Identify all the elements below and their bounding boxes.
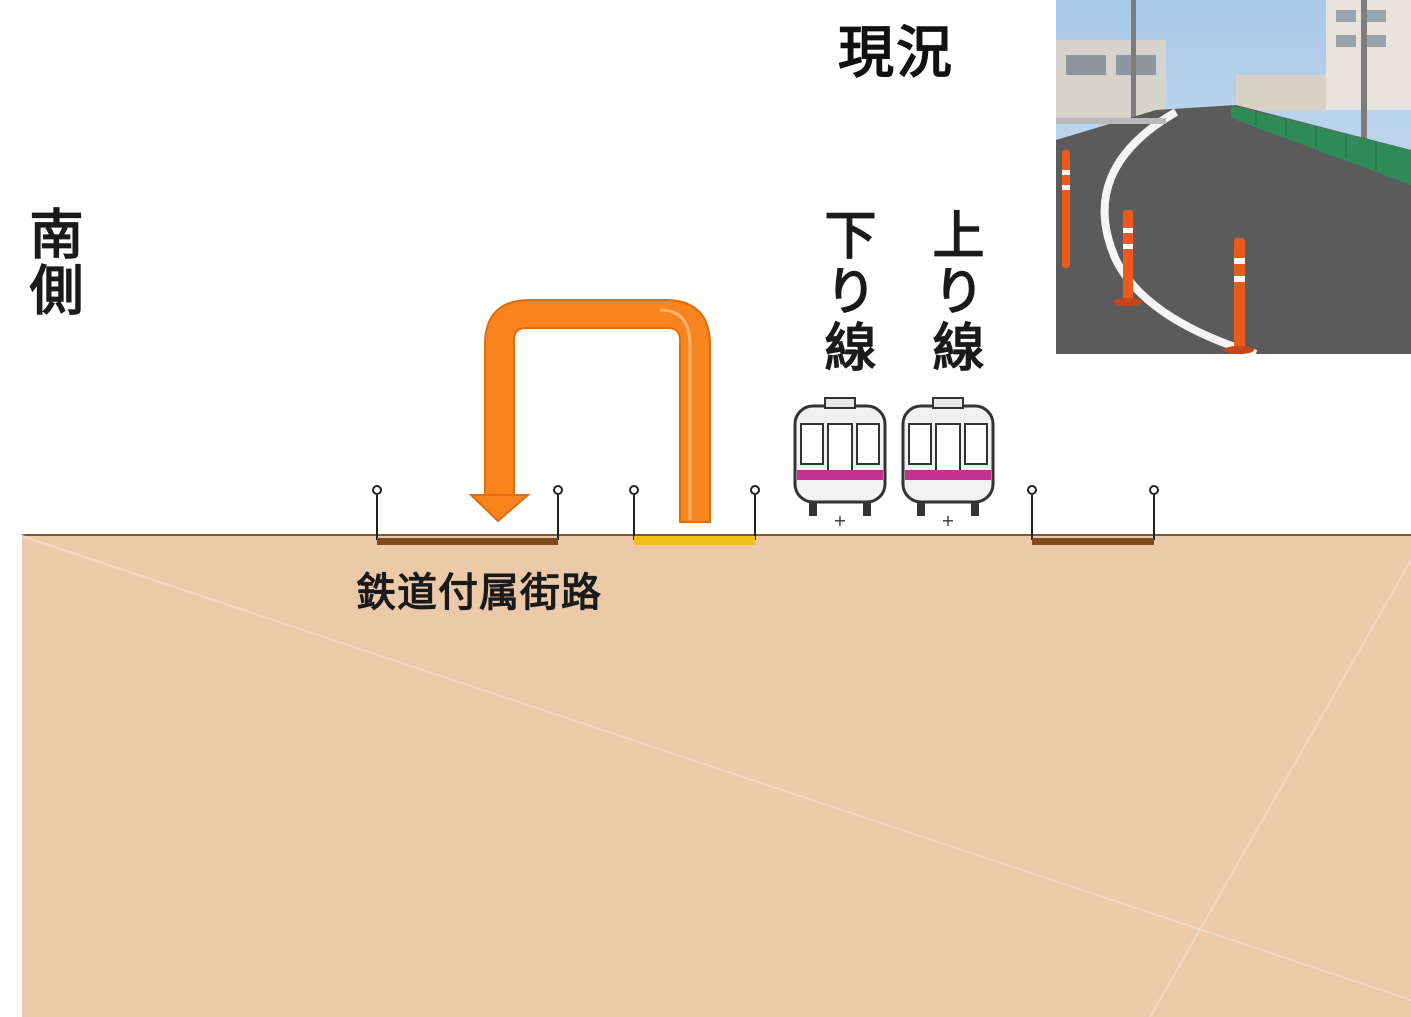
ground-surface-line [22,534,1411,536]
middle-road-surface [634,536,755,545]
south-side-label: 南側 [20,206,83,318]
svg-text:+: + [833,511,846,530]
ground-cross-section [22,536,1411,1017]
bollard-icon [1062,150,1254,354]
up-line-label: 上り線 [923,208,983,376]
current-situation-photo [1056,0,1411,354]
ground-faint-lines [21,535,1411,1017]
page-title: 現況 [838,21,954,86]
train-icon: + [901,397,995,530]
train-icon: + [793,397,887,530]
fence-post-icon [372,485,1159,540]
north-road-surface [1032,538,1154,545]
svg-text:+: + [941,511,954,530]
railway-street-label: 鉄道付属街路 [356,570,602,616]
down-line-label: 下り線 [815,208,875,376]
curved-arrow-icon [468,299,711,523]
railway-street-surface [377,538,558,545]
